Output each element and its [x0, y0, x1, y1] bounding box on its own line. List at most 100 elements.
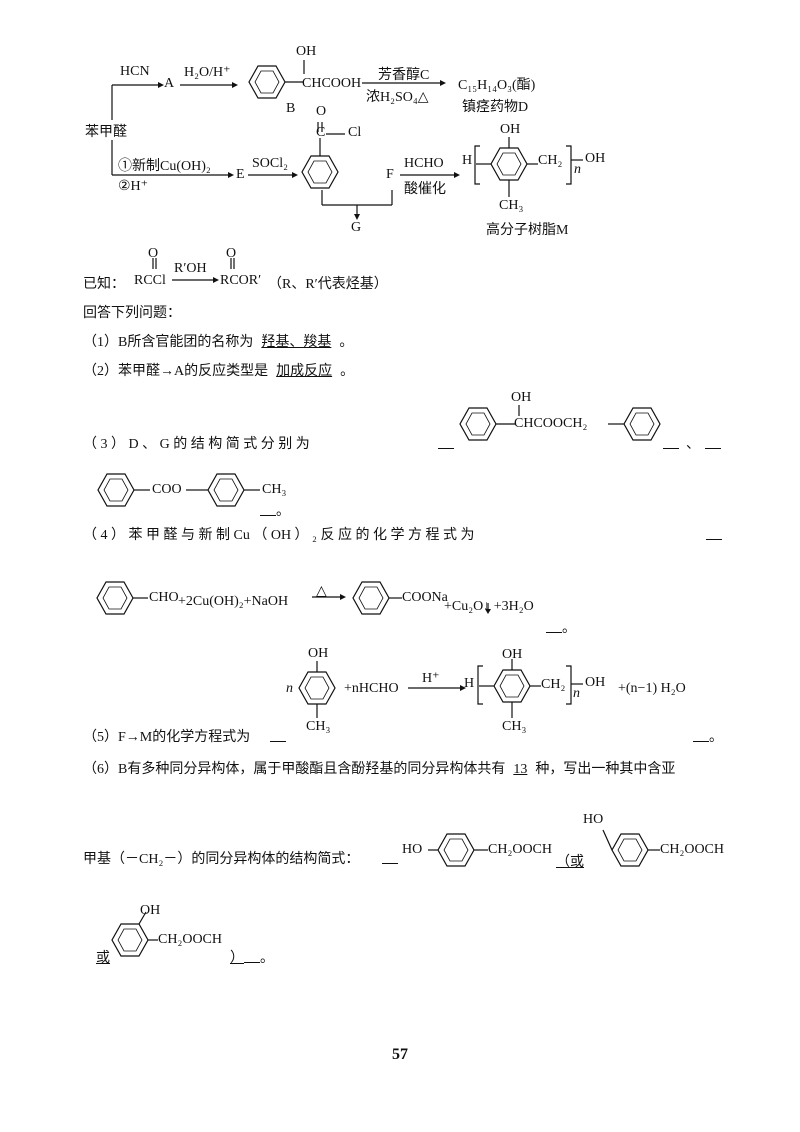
known-reagent: R′OH	[174, 261, 207, 276]
q6-end: 。	[260, 951, 274, 966]
q5-n: n	[286, 681, 293, 696]
q5-oh: OH	[308, 646, 329, 661]
question-2: （2）苯甲醛→A的反应类型是加成反应。	[83, 360, 354, 380]
q6-blank	[382, 851, 398, 869]
q4-reagents: +2Cu(OH)₂+NaOH	[178, 594, 289, 609]
reagent-hcn: HCN	[120, 64, 150, 79]
arrowhead	[292, 172, 298, 178]
d-name: 镇痉药物D	[462, 100, 529, 115]
q2-end: 。	[340, 364, 355, 379]
q5-oh-end: OH	[585, 675, 606, 690]
q3-end: 。	[276, 504, 290, 519]
known-o1: O	[148, 246, 159, 261]
m-ch3: CH₃	[499, 198, 524, 213]
b-chain: CHCOOH	[302, 76, 362, 91]
start-material: 苯甲醛	[85, 125, 127, 140]
benzene-ring-acyl	[301, 155, 339, 189]
structure-polymer-q5	[477, 659, 583, 718]
q4-products: +Cu₂O↓ +3H₂O	[444, 599, 534, 614]
known-rccl: RCCl	[134, 273, 166, 288]
reagent-socl2: SOCl₂	[252, 156, 289, 171]
q4-text: （ 4 ） 苯 甲 醛 与 新 制 Cu （ OH ） ₂ 反 应 的 化 学 …	[83, 528, 475, 543]
q4-coona: COONa	[402, 590, 448, 605]
q5-ch3: CH₃	[306, 719, 331, 734]
question-1: （1）B所含官能团的名称为羟基、羧基。	[83, 331, 353, 351]
structure-isomer-meta	[602, 829, 660, 867]
arrowhead	[454, 172, 460, 178]
structure-isomer-para	[428, 833, 488, 867]
benzene-ring-b	[248, 65, 286, 99]
q6-line2: 甲基（－CH₂－）的同分异构体的结构简式：	[83, 852, 360, 867]
known-rcor: RCOR′	[220, 273, 262, 288]
isomer1-chain: CH₂OOCH	[488, 842, 552, 857]
isomer3-chain: CH₂OOCH	[158, 932, 222, 947]
reagent-h2o: H₂O/H⁺	[184, 65, 231, 80]
q5-text: （5）F→M的化学方程式为	[83, 730, 251, 745]
q1-end: 。	[339, 335, 354, 350]
q6-or-1: （或	[556, 855, 584, 870]
polymer-m	[474, 137, 583, 197]
q5-blank	[270, 729, 286, 747]
m-name: 高分子树脂M	[486, 223, 569, 238]
q3-text: （ 3 ） D 、 G 的 结 构 简 式 分 别 为	[83, 437, 310, 452]
arrowhead	[158, 82, 164, 88]
structure-isomer-ortho	[111, 911, 158, 957]
q3-blank	[438, 436, 454, 454]
q4-cho: CHO	[149, 590, 179, 605]
g-ch3: CH₃	[262, 482, 287, 497]
page-number: 57	[392, 1046, 408, 1063]
m-n: n	[574, 162, 581, 177]
q5-h: H	[464, 676, 475, 691]
compound-g: G	[351, 220, 362, 235]
q6-text: （6）B有多种同分异构体，属于甲酸酯且含酚羟基的同分异构体共有	[83, 762, 506, 777]
isomer3-oh: OH	[140, 903, 161, 918]
q5-ch3-product: CH₃	[502, 719, 527, 734]
m-oh-top: OH	[500, 122, 521, 137]
b-hydroxyl: OH	[296, 44, 317, 59]
d-hydroxyl: OH	[511, 390, 532, 405]
q5-end: 。	[709, 730, 723, 745]
q5-blank-2	[693, 729, 709, 747]
q5-sub-n: n	[573, 686, 580, 701]
structure-p-cresol	[298, 661, 336, 718]
q3-blank-2	[663, 436, 679, 454]
acid-catalyst: 酸催化	[404, 182, 446, 197]
step1: ①新制Cu(OH)₂	[118, 159, 211, 174]
compound-e: E	[236, 167, 245, 182]
q6-or-2: 或	[96, 951, 110, 966]
q5-oh-top: OH	[502, 647, 523, 662]
structure-benzoate	[352, 581, 402, 615]
q2-answer: 加成反应	[276, 364, 333, 379]
q5-condition: H⁺	[422, 671, 440, 686]
structure-g	[97, 473, 260, 507]
q6-unit: 种，写出一种其中含亚	[535, 762, 676, 777]
q4-end: 。	[562, 621, 576, 636]
compound-f: F	[386, 167, 394, 182]
condition-c: 浓H₂SO₄△	[366, 90, 429, 105]
q1-text: （1）B所含官能团的名称为	[83, 335, 254, 350]
structure-benzaldehyde	[96, 581, 148, 615]
m-oh-end: OH	[585, 151, 606, 166]
d-formula: C₁₅H₁₄O₃(酯)	[458, 78, 536, 93]
isomer2-ho: HO	[583, 812, 604, 827]
m-h: H	[462, 153, 473, 168]
reagent-c: 芳香醇C	[378, 68, 430, 83]
acyl-oxygen: O	[316, 104, 327, 119]
q5-ch2: CH₂	[541, 677, 566, 692]
q2-text: （2）苯甲醛→A的反应类型是	[83, 364, 269, 379]
q4-blank-2	[546, 620, 562, 638]
q6-blank-2	[244, 950, 260, 968]
prompt: 回答下列问题：	[83, 306, 181, 321]
q3-separator: 、	[686, 437, 700, 452]
arrowhead	[440, 80, 446, 86]
step2: ②H⁺	[118, 179, 149, 194]
q5-hcho: +nHCHO	[344, 681, 399, 696]
isomer2-chain: CH₂OOCH	[660, 842, 724, 857]
arrowhead	[232, 82, 238, 88]
q1-answer: 羟基、羧基	[261, 335, 332, 350]
g-coo: COO	[152, 482, 182, 497]
structure-d	[459, 405, 661, 441]
q4-blank	[706, 527, 722, 545]
